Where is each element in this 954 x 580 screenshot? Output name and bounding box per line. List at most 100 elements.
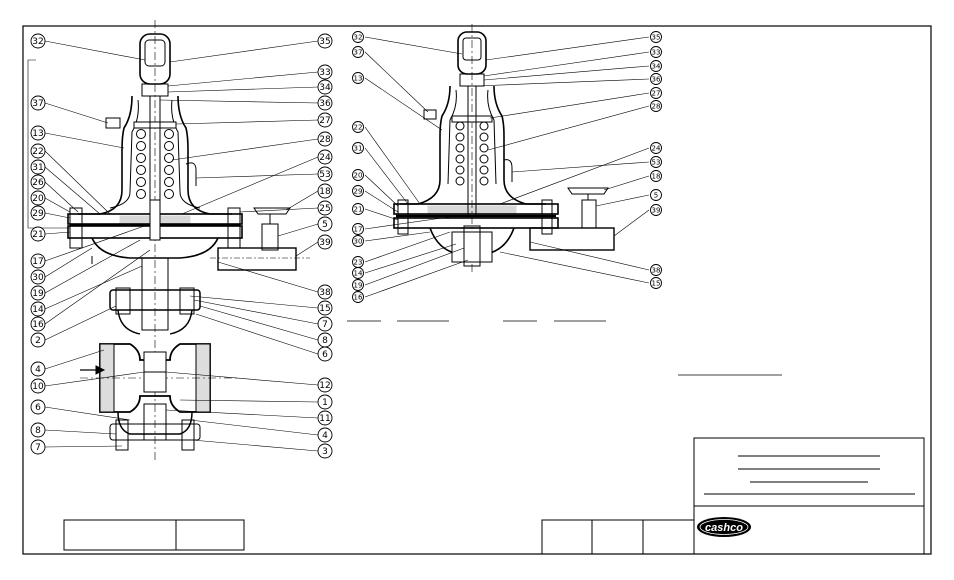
callout-number: 12 [319,381,330,391]
cashco-logo: cashco [697,517,751,537]
right-view-callout-32: 32 [352,31,364,43]
left-view-callout-4: 4 [30,361,46,377]
left-view-callout-27: 27 [317,112,333,128]
right-view-callout-20: 20 [352,169,364,181]
part-callouts: 3237132231262029211730191416241068735333… [30,31,662,459]
callout-number: 1 [322,398,328,408]
left-view-callout-31: 31 [30,159,46,175]
right-view-callout-27: 27 [650,87,662,99]
callout-number: 22 [354,124,363,132]
callout-number: 15 [652,280,661,288]
callout-number: 23 [354,259,363,267]
left-view-callout-20: 20 [30,190,46,206]
left-view-callout-30: 30 [30,269,46,285]
callout-number: 24 [319,153,331,163]
callout-number: 3 [322,447,328,457]
callout-number: 31 [32,163,43,173]
right-view-callout-17: 17 [352,223,364,235]
callout-number: 39 [319,238,331,248]
callout-number: 25 [319,204,330,214]
callout-number: 27 [319,116,330,126]
right-view-callout-53: 53 [650,156,662,168]
left-view-callout-8: 8 [30,422,46,438]
callout-number: 28 [319,135,331,145]
logo-text: cashco [705,522,743,534]
left-view-callout-35: 35 [317,33,333,49]
left-view-callout-26: 26 [30,174,46,190]
callout-number: 53 [652,159,661,167]
callout-number: 15 [319,304,330,314]
right-view-callout-18: 18 [650,170,662,182]
left-view-callout-37: 37 [30,95,46,111]
callout-number: 18 [319,187,331,197]
callout-number: 30 [354,238,363,246]
right-view-callout-33: 33 [650,46,662,58]
callout-number: 5 [322,220,328,230]
callout-number: 35 [652,34,661,42]
right-view-callout-37: 37 [352,46,364,58]
callout-number: 10 [32,382,44,392]
revision-block [541,519,695,555]
left-view-callout-38: 38 [317,284,333,300]
callout-number: 6 [322,350,328,360]
callout-number: 24 [652,145,661,153]
callout-number: 14 [32,305,44,315]
callout-number: 32 [354,34,363,42]
callout-number: 29 [354,188,363,196]
callout-number: 32 [32,37,43,47]
callout-number: 7 [35,443,41,453]
left-view-callout-7: 7 [30,439,46,455]
left-regulator-section [67,20,310,460]
callout-number: 7 [322,320,328,330]
left-view-callout-6: 6 [30,399,46,415]
left-view-callout-17: 17 [30,253,46,269]
right-view-callout-31: 31 [352,142,364,154]
callout-number: 39 [652,207,661,215]
right-view-callout-21: 21 [352,203,364,215]
callout-number: 53 [319,170,330,180]
callout-number: 5 [654,192,658,200]
left-view-callout-22: 22 [30,143,46,159]
right-view-callout-15: 15 [650,277,662,289]
callout-number: 29 [32,209,44,219]
left-view-callout-14: 14 [30,301,46,317]
left-info-block [63,519,245,551]
spring-coils [136,129,174,199]
callout-number: 21 [32,230,43,240]
callout-number: 8 [322,336,328,346]
callout-number: 37 [32,99,43,109]
left-view-callout-4: 4 [317,427,333,443]
callout-number: 27 [652,90,661,98]
callout-number: 8 [35,426,41,436]
right-view-callout-5: 5 [650,189,662,201]
right-view-callout-13: 13 [352,72,364,84]
callout-number: 20 [32,194,44,204]
right-view-callout-16: 16 [352,291,364,303]
right-view-callout-23: 23 [352,256,364,268]
callout-number: 33 [652,49,661,57]
right-view-callout-19: 19 [352,279,364,291]
callout-number: 19 [354,282,363,290]
right-view-callout-30: 30 [352,235,364,247]
left-view-callout-24: 24 [317,149,333,165]
callout-number: 22 [32,147,43,157]
right-view-callout-39: 39 [650,204,662,216]
left-view-callout-10: 10 [30,378,46,394]
callout-number: 18 [652,173,661,181]
left-view-callout-11: 11 [317,410,333,426]
callout-number: 19 [32,289,44,299]
left-leader-lines [27,40,319,452]
left-view-callout-7: 7 [317,316,333,332]
left-view-callout-19: 19 [30,285,46,301]
left-view-callout-53: 53 [317,166,333,182]
callout-number: 17 [354,226,363,234]
left-view-callout-25: 25 [317,200,333,216]
callout-number: 34 [319,83,331,93]
callout-number: 13 [354,75,363,83]
callout-number: 28 [652,103,661,111]
callout-number: 31 [354,145,363,153]
left-view-callout-21: 21 [30,226,46,242]
left-view-callout-36: 36 [317,95,333,111]
right-view-callout-22: 22 [352,121,364,133]
